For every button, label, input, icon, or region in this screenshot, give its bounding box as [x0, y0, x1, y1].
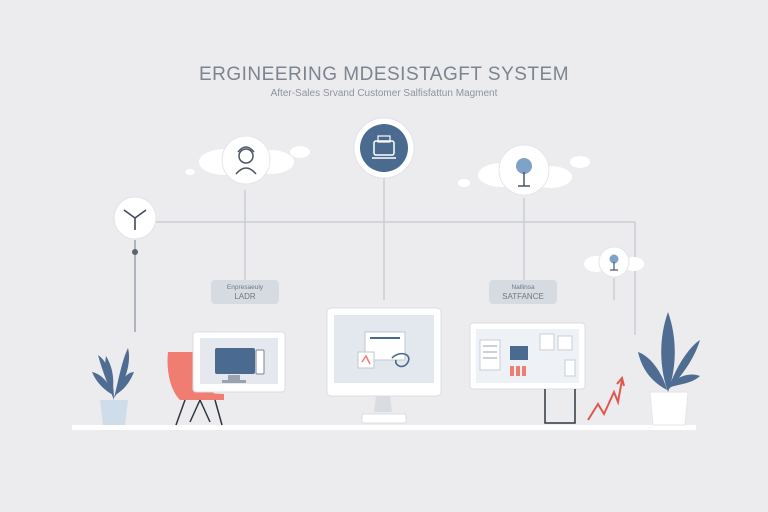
right-dashboard-monitor	[469, 322, 586, 424]
growth-arrow-icon	[587, 375, 625, 421]
center-monitor	[326, 307, 442, 424]
label-left-line1: Enpresaeuly	[226, 284, 264, 291]
left-monitor	[192, 331, 286, 393]
floor-line	[72, 425, 696, 430]
page-title: ERGINEERING MDESISTAGFT SYSTEM	[198, 64, 570, 85]
label-right-box: Nallinsa SATFANCE	[489, 280, 557, 304]
left-plant	[92, 348, 134, 425]
location-pin-icon	[498, 144, 550, 196]
location-pin-small-icon	[598, 246, 630, 278]
label-left-line2: LADR	[234, 292, 256, 301]
connector-node-icon	[113, 196, 157, 255]
label-right-line1: Nallinsa	[511, 284, 535, 291]
label-left-box: Enpresaeuly LADR	[211, 280, 279, 304]
page-subtitle: After-Sales Srvand Customer Salfisfattun…	[270, 88, 498, 99]
support-agent-icon	[221, 135, 271, 185]
connection-lines	[134, 178, 636, 335]
engineering-machine-icon	[353, 117, 415, 179]
right-plant	[638, 312, 700, 426]
label-right-line2: SATFANCE	[502, 292, 544, 301]
